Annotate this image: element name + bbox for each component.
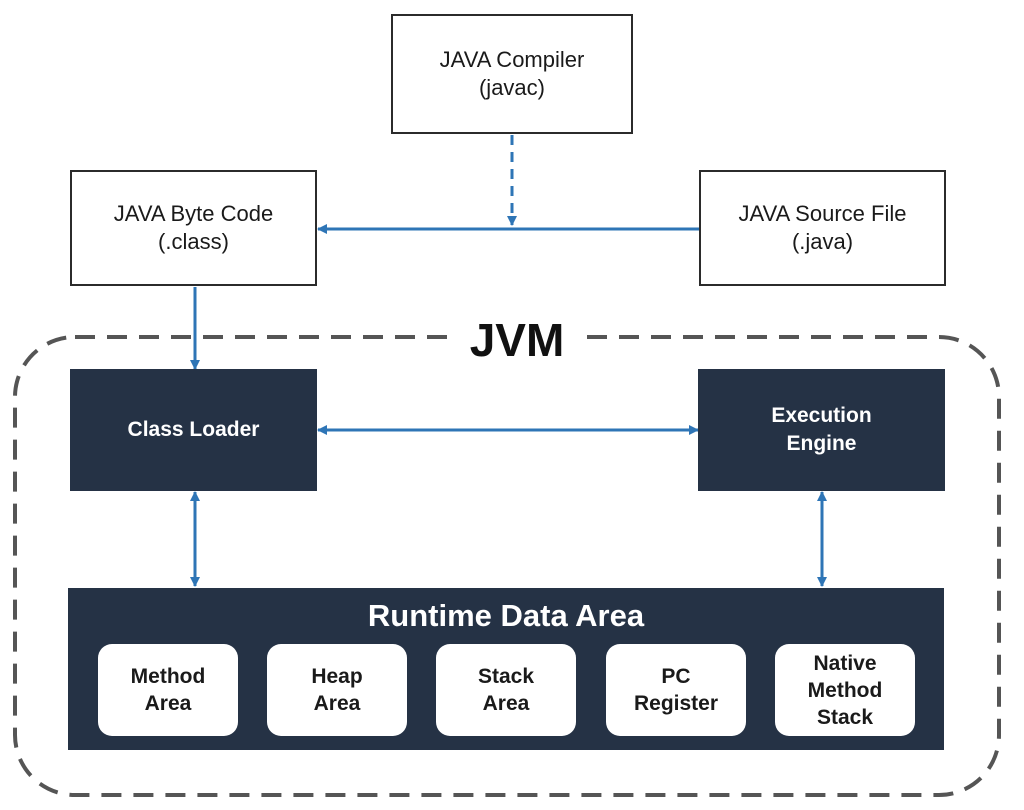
java-compiler-subtitle: (javac)	[478, 75, 545, 100]
pc-register-line1: PC	[661, 665, 691, 688]
stack-area-box: Stack Area	[436, 644, 576, 736]
method-area-line1: Method	[130, 665, 206, 688]
java-byte-code-subtitle: (.class)	[158, 229, 229, 254]
execution-engine-line1: Execution	[771, 404, 872, 427]
native-method-stack-box: Native Method Stack	[775, 644, 915, 736]
java-byte-code-box: JAVA Byte Code (.class)	[70, 170, 317, 286]
runtime-data-area-title: Runtime Data Area	[367, 598, 645, 633]
java-source-file-title: JAVA Source File	[738, 201, 907, 226]
stack-area-line1: Stack	[477, 665, 535, 688]
java-compiler-title: JAVA Compiler	[439, 47, 585, 72]
class-loader-box: Class Loader	[70, 369, 317, 491]
heap-area-line1: Heap	[311, 665, 363, 688]
java-source-file-box: JAVA Source File (.java)	[699, 170, 946, 286]
class-loader-label: Class Loader	[127, 418, 260, 441]
java-source-file-subtitle: (.java)	[791, 229, 854, 254]
java-compiler-box: JAVA Compiler (javac)	[391, 14, 633, 134]
native-method-stack-line3: Stack	[816, 705, 874, 729]
heap-area-box: Heap Area	[267, 644, 407, 736]
execution-engine-line2: Engine	[786, 432, 857, 455]
stack-area-line2: Area	[482, 692, 530, 715]
jvm-label: JVM	[450, 310, 584, 370]
native-method-stack-line1: Native	[813, 651, 877, 675]
native-method-stack-line2: Method	[807, 678, 883, 702]
execution-engine-box: Execution Engine	[698, 369, 945, 491]
method-area-box: Method Area	[98, 644, 238, 736]
pc-register-line2: Register	[633, 692, 719, 715]
method-area-line2: Area	[144, 692, 192, 715]
heap-area-line2: Area	[313, 692, 361, 715]
java-byte-code-title: JAVA Byte Code	[113, 201, 274, 226]
runtime-data-area: Runtime Data Area Method Area Heap Area …	[68, 588, 944, 750]
pc-register-box: PC Register	[606, 644, 746, 736]
